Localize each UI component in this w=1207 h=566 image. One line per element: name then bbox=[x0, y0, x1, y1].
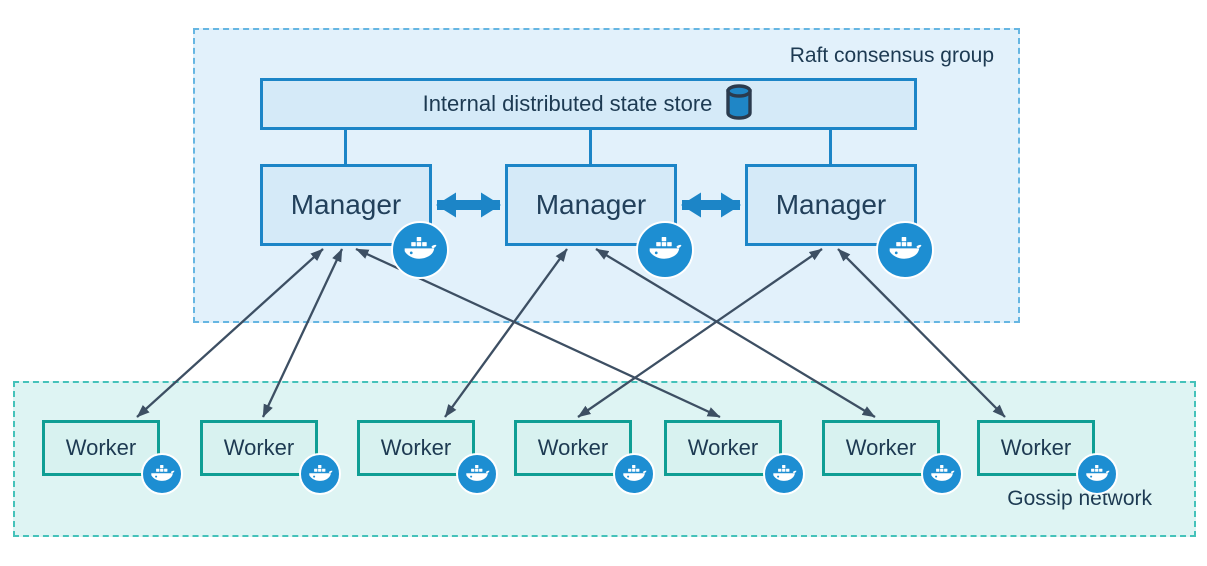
worker-1-label: Worker bbox=[65, 435, 137, 460]
store-manager1-connector bbox=[344, 130, 347, 164]
docker-whale-icon bbox=[921, 453, 963, 495]
worker-5-box: Worker bbox=[664, 420, 805, 495]
manager-3-box: Manager bbox=[745, 164, 934, 279]
worker-4-label: Worker bbox=[537, 435, 609, 460]
state-store-box: Internal distributed state store bbox=[260, 78, 917, 130]
worker-7-box: Worker bbox=[977, 420, 1118, 495]
docker-whale-icon bbox=[391, 221, 449, 279]
gossip-group-label: Gossip network bbox=[1007, 487, 1152, 510]
store-manager2-connector bbox=[589, 130, 592, 164]
docker-whale-icon bbox=[763, 453, 805, 495]
manager-2-label: Manager bbox=[535, 189, 647, 220]
worker-5-label: Worker bbox=[687, 435, 759, 460]
worker-3-label: Worker bbox=[380, 435, 452, 460]
worker-2-box: Worker bbox=[200, 420, 341, 495]
docker-whale-icon bbox=[456, 453, 498, 495]
docker-whale-icon bbox=[299, 453, 341, 495]
store-manager3-connector bbox=[829, 130, 832, 164]
docker-whale-icon bbox=[636, 221, 694, 279]
docker-whale-icon bbox=[1076, 453, 1118, 495]
database-cylinder-icon bbox=[724, 83, 754, 125]
docker-whale-icon bbox=[613, 453, 655, 495]
manager-1-box: Manager bbox=[260, 164, 449, 279]
raft-group-label: Raft consensus group bbox=[789, 44, 994, 67]
manager-2-box: Manager bbox=[505, 164, 694, 279]
worker-2-label: Worker bbox=[223, 435, 295, 460]
worker-4-box: Worker bbox=[514, 420, 655, 495]
worker-3-box: Worker bbox=[357, 420, 498, 495]
docker-whale-icon bbox=[876, 221, 934, 279]
worker-6-box: Worker bbox=[822, 420, 963, 495]
worker-1-box: Worker bbox=[42, 420, 183, 495]
state-store-label: Internal distributed state store bbox=[422, 91, 713, 116]
worker-7-label: Worker bbox=[1000, 435, 1072, 460]
docker-whale-icon bbox=[141, 453, 183, 495]
manager-1-label: Manager bbox=[290, 189, 402, 220]
manager-3-label: Manager bbox=[775, 189, 887, 220]
worker-6-label: Worker bbox=[845, 435, 917, 460]
